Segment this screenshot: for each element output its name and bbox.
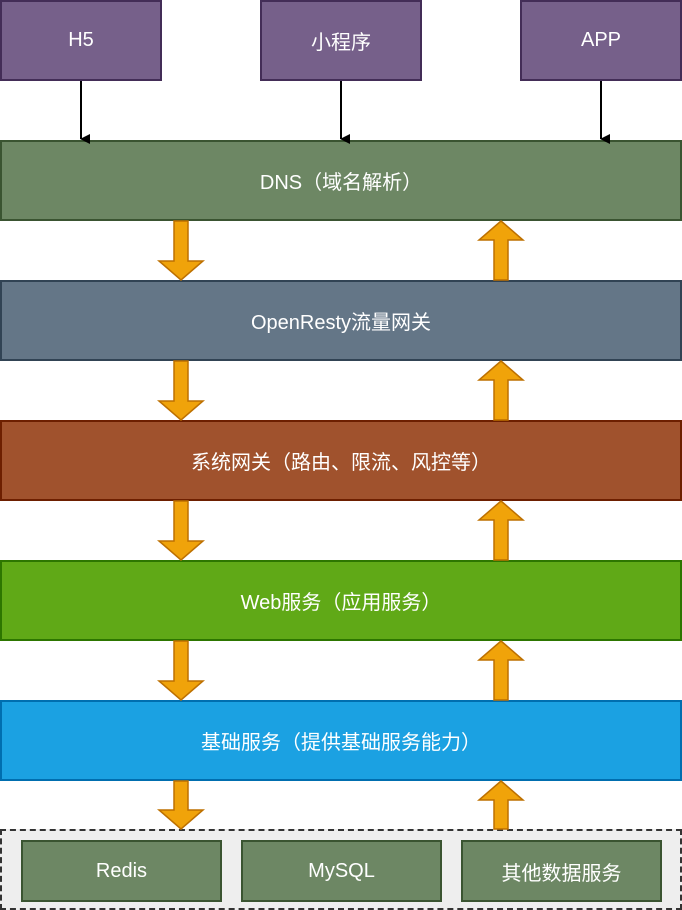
request-down-arrow: [156, 220, 206, 281]
layer-base-service: 基础服务（提供基础服务能力）: [0, 700, 682, 781]
client-miniprogram: 小程序: [260, 0, 422, 81]
layer-label: 系统网关（路由、限流、风控等）: [191, 452, 491, 474]
storage-label: 其他数据服务: [501, 862, 622, 885]
storage-other: 其他数据服务: [461, 840, 662, 902]
layer-dns: DNS（域名解析）: [0, 140, 682, 221]
layer-label: DNS（域名解析）: [259, 172, 423, 194]
client-label: APP: [580, 29, 622, 51]
client-label: 小程序: [311, 32, 371, 54]
request-down-arrow: [156, 360, 206, 421]
response-up-arrow: [476, 220, 526, 281]
layer-openresty-gateway: OpenResty流量网关: [0, 280, 682, 361]
response-up-arrow: [476, 780, 526, 830]
storage-label: MySQL: [308, 859, 375, 882]
request-down-arrow: [156, 500, 206, 561]
response-up-arrow: [476, 640, 526, 701]
client-label: H5: [68, 29, 94, 51]
layer-label: OpenResty流量网关: [250, 312, 432, 334]
client-h5: H5: [0, 0, 162, 81]
layer-web-service: Web服务（应用服务）: [0, 560, 682, 641]
request-down-arrow: [156, 640, 206, 701]
storage-mysql: MySQL: [241, 840, 442, 902]
client-app: APP: [520, 0, 682, 81]
request-down-arrow: [156, 780, 206, 830]
layer-label: Web服务（应用服务）: [240, 592, 442, 614]
storage-redis: Redis: [21, 840, 222, 902]
layer-system-gateway: 系统网关（路由、限流、风控等）: [0, 420, 682, 501]
layer-label: 基础服务（提供基础服务能力）: [201, 732, 481, 754]
response-up-arrow: [476, 500, 526, 561]
storage-label: Redis: [95, 859, 148, 882]
response-up-arrow: [476, 360, 526, 421]
